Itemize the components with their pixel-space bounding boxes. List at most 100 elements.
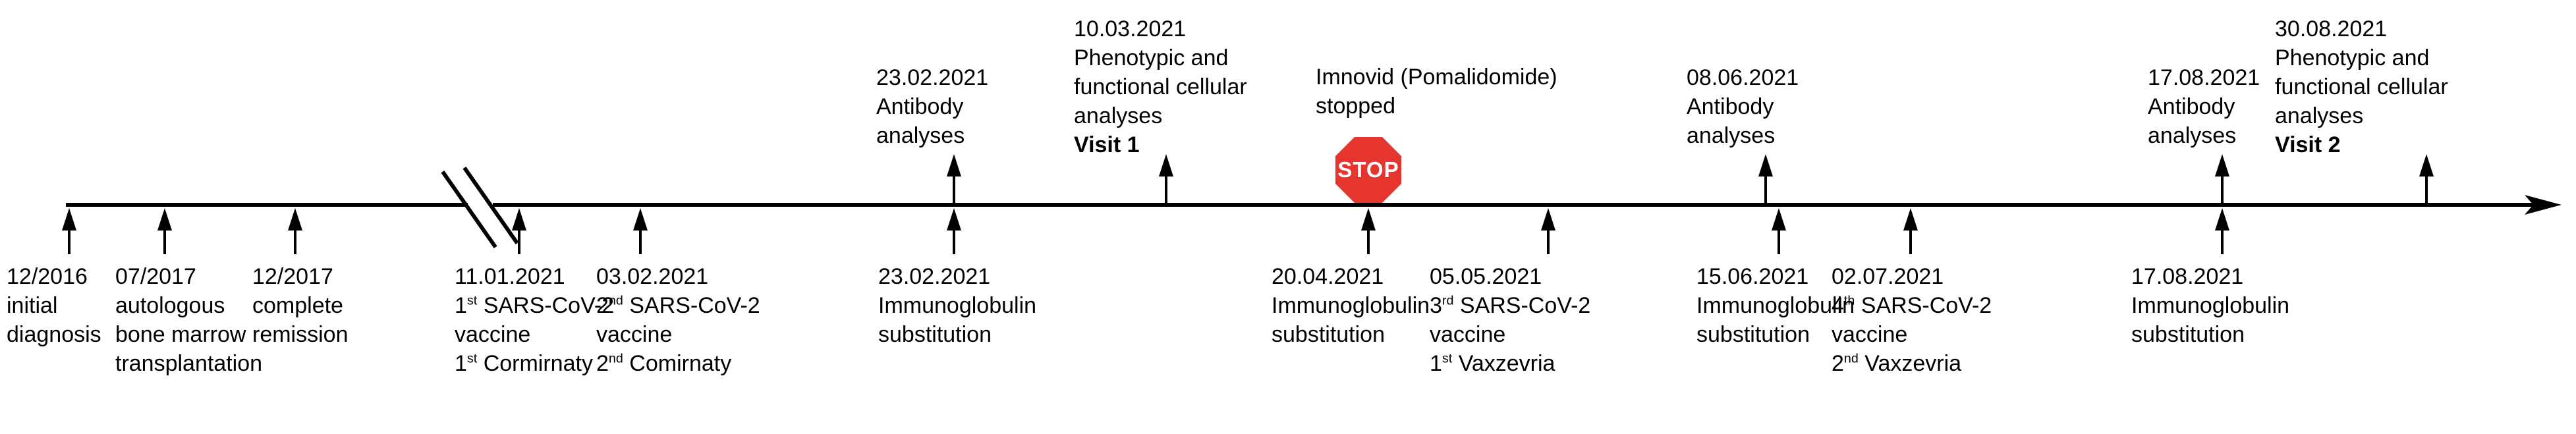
up-arrow-icon-below-vaccine-3 xyxy=(1541,208,1555,254)
event-text-line: vaccine xyxy=(455,322,531,347)
arrowhead xyxy=(1903,208,1918,231)
event-text-line: analyses xyxy=(1074,103,1163,128)
up-arrow-icon-below-vaccine-4 xyxy=(1903,208,1918,254)
arrow-stem xyxy=(1764,175,1767,203)
arrow-stem xyxy=(1909,229,1912,254)
arrow-stem xyxy=(1367,229,1370,254)
event-text-line: vaccine xyxy=(1430,322,1506,347)
event-text-line: 03.02.2021 xyxy=(596,264,709,289)
event-text-line: analyses xyxy=(2275,103,2364,128)
up-arrow-icon-below-ig-substitution-3 xyxy=(1772,208,1786,254)
arrow-stem xyxy=(953,229,955,254)
event-text-line: 30.08.2021 xyxy=(2275,16,2388,41)
arrow-stem xyxy=(1165,175,1167,203)
event-text-line: 02.07.2021 xyxy=(1832,264,1944,289)
timeline-line-segment-right xyxy=(493,203,2533,207)
event-text-line: substitution xyxy=(2131,322,2245,347)
event-text-line: 1st SARS-CoV-2 xyxy=(455,293,615,318)
arrowhead xyxy=(2215,208,2229,231)
event-label-vaccine-3: 05.05.2021 3rd SARS-CoV-2 vaccine 1st Vaxze… xyxy=(1430,262,1590,378)
event-text-line: 07/2017 xyxy=(115,264,196,289)
event-text-line: substitution xyxy=(1696,322,1810,347)
up-arrow-icon-below-ig-substitution-1 xyxy=(947,208,961,254)
event-text-line: 2nd SARS-CoV-2 xyxy=(596,293,760,318)
event-text-line: 23.02.2021 xyxy=(876,65,989,90)
event-label-initial-diagnosis: 12/2016 initial diagnosis xyxy=(7,262,101,349)
event-text-line: autologous xyxy=(115,293,225,318)
arrowhead xyxy=(2215,154,2229,176)
event-text-line: analyses xyxy=(1687,123,1776,148)
up-arrow-icon-above-visit-2 xyxy=(2419,154,2434,203)
timeline-end-arrowhead-icon xyxy=(2525,195,2562,215)
arrowhead xyxy=(2419,154,2434,176)
arrowhead xyxy=(157,208,172,231)
event-text-line: bone marrow xyxy=(115,322,246,347)
event-text-line: 12/2016 xyxy=(7,264,88,289)
event-text-line: Imnovid (Pomalidomide) xyxy=(1316,65,1557,90)
arrow-stem xyxy=(1778,229,1780,254)
arrow-stem xyxy=(2221,175,2224,203)
event-text-line: functional cellular xyxy=(1074,74,1247,99)
up-arrow-icon-below-ig-substitution-4 xyxy=(2215,208,2229,254)
stop-sign-label: STOP xyxy=(1337,157,1399,182)
event-text-line: Phenotypic and xyxy=(1074,45,1229,70)
event-text-line: 4th SARS-CoV-2 xyxy=(1832,293,1992,318)
arrow-stem xyxy=(1547,229,1550,254)
event-text-line: 1st Vaxzevria xyxy=(1430,351,1555,376)
event-text-line: substitution xyxy=(878,322,992,347)
event-text-line: 11.01.2021 xyxy=(455,264,565,289)
event-text-line: Visit 1 xyxy=(1074,132,1140,157)
arrowhead xyxy=(947,208,961,231)
up-arrow-icon-below-ig-substitution-2 xyxy=(1361,208,1376,254)
event-text-line: initial xyxy=(7,293,58,318)
arrowhead xyxy=(633,208,648,231)
event-text-line: stopped xyxy=(1316,94,1395,119)
event-label-bone-marrow-transplantation: 07/2017 autologous bone marrow transplantat… xyxy=(115,262,262,378)
up-arrow-icon-above-antibody-analyses-1 xyxy=(947,154,961,203)
arrowhead xyxy=(1361,208,1376,231)
arrowhead xyxy=(1541,208,1555,231)
event-text-line: 3rd SARS-CoV-2 xyxy=(1430,293,1591,318)
event-text-line: remission xyxy=(252,322,349,347)
event-text-line: 08.06.2021 xyxy=(1687,65,1799,90)
arrow-stem xyxy=(2221,229,2224,254)
event-text-line: diagnosis xyxy=(7,322,101,347)
arrowhead xyxy=(288,208,302,231)
up-arrow-icon-below-initial-diagnosis xyxy=(62,208,76,254)
event-text-line: 20.04.2021 xyxy=(1272,264,1384,289)
event-text-line: 05.05.2021 xyxy=(1430,264,1542,289)
arrowhead xyxy=(947,154,961,176)
event-text-line: 17.08.2021 xyxy=(2131,264,2244,289)
event-label-vaccine-1: 11.01.2021 1st SARS-CoV-2 vaccine 1st Cormi… xyxy=(455,262,614,378)
event-text-line: 1st Cormirnaty xyxy=(455,351,593,376)
arrow-stem xyxy=(518,229,520,254)
event-text-line: Immunoglobulin xyxy=(1696,293,1855,318)
timeline-line-segment-left xyxy=(66,203,468,207)
up-arrow-icon-below-bone-marrow-transplantation xyxy=(157,208,172,254)
event-text-line: transplantation xyxy=(115,351,263,376)
event-text-line: analyses xyxy=(2148,123,2237,148)
up-arrow-icon-below-vaccine-2 xyxy=(633,208,648,254)
up-arrow-icon-above-antibody-analyses-3 xyxy=(2215,154,2229,203)
arrow-stem xyxy=(953,175,955,203)
event-label-imnovid-stopped: Imnovid (Pomalidomide) stopped xyxy=(1316,63,1557,121)
arrow-stem xyxy=(639,229,642,254)
arrowhead xyxy=(1772,208,1786,231)
event-text-line: vaccine xyxy=(1832,322,1908,347)
arrow-stem xyxy=(2425,175,2428,203)
arrow-stem xyxy=(294,229,296,254)
event-text-line: Immunoglobulin xyxy=(878,293,1037,318)
event-text-line: vaccine xyxy=(596,322,673,347)
event-text-line: substitution xyxy=(1272,322,1385,347)
event-text-line: Antibody xyxy=(2148,94,2235,119)
